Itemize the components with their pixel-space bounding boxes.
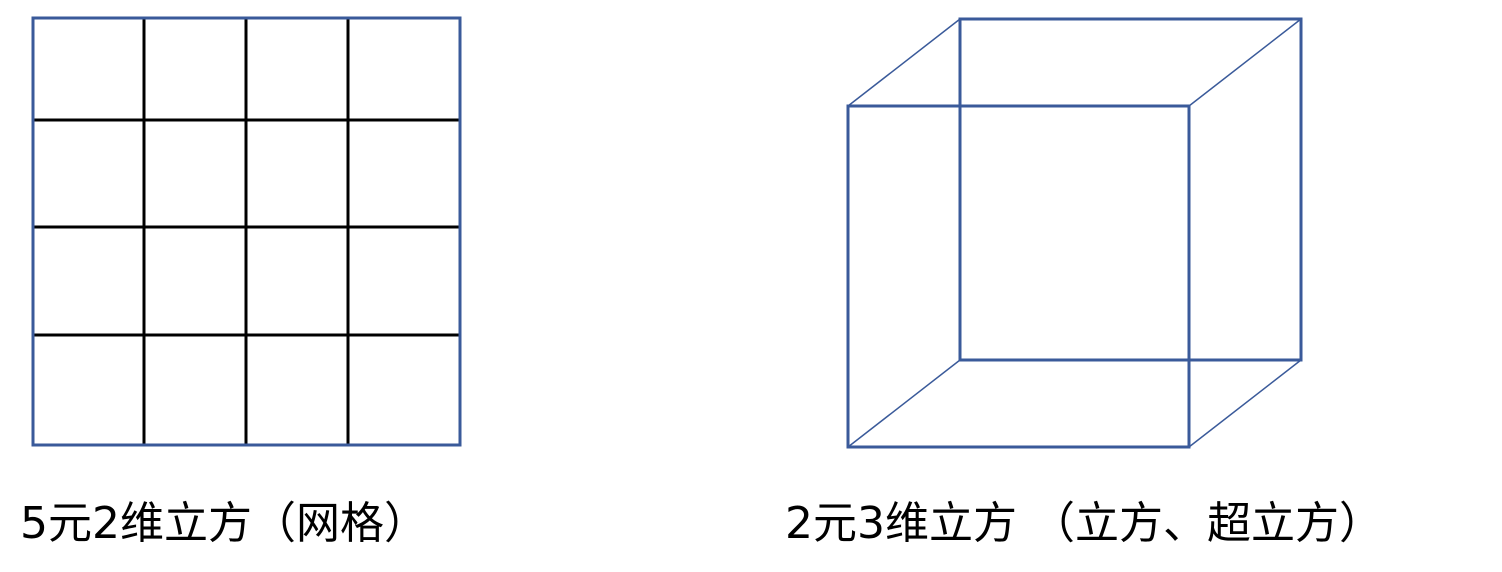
cube-caption: 2元3维立方 （立方、超立方） bbox=[785, 498, 1383, 549]
cube-front-face bbox=[846, 104, 1191, 449]
cube-edge bbox=[1188, 18, 1302, 107]
grid-caption: 5元2维立方（网格） bbox=[20, 498, 428, 549]
grid-figure bbox=[31, 16, 462, 447]
cube-edge bbox=[847, 359, 961, 448]
grid-outer-frame bbox=[31, 16, 462, 447]
cube-edge bbox=[847, 18, 961, 107]
cube-back-face bbox=[958, 17, 1303, 362]
cube-figure bbox=[846, 17, 1303, 449]
cube-edge bbox=[1188, 359, 1302, 448]
